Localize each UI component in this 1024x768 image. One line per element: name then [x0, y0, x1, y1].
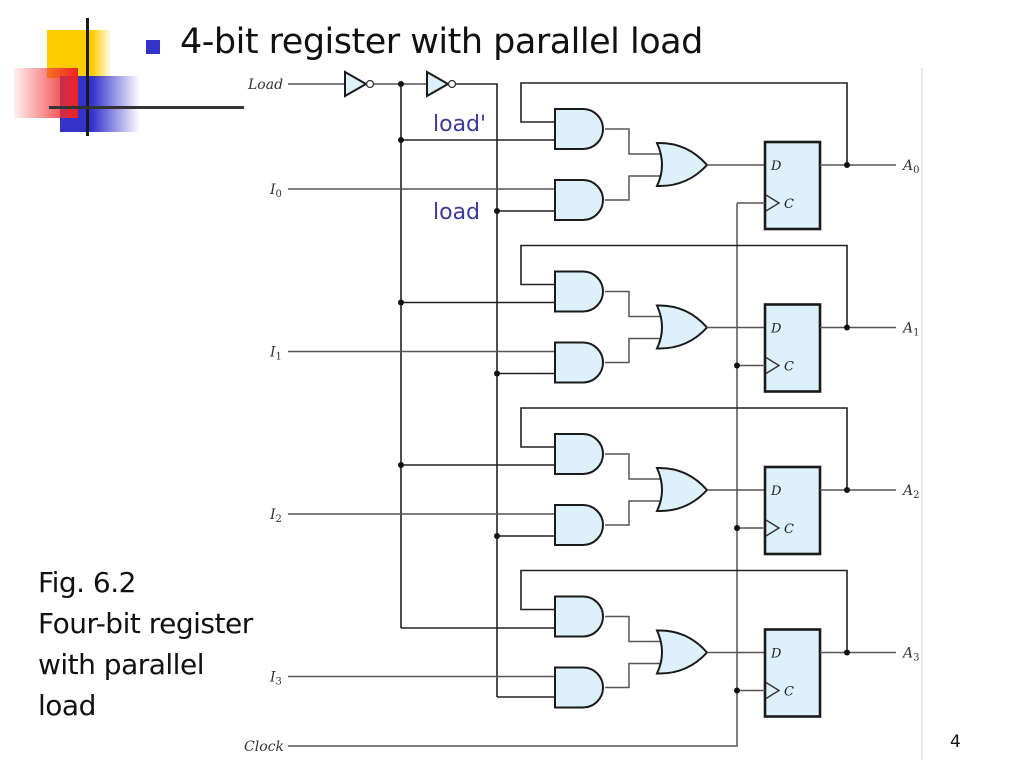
and-gate-load — [554, 179, 604, 221]
or-gate — [655, 304, 709, 350]
output-label-3: A3 — [901, 646, 920, 664]
load-input-label: Load — [247, 77, 283, 93]
junction-dot — [494, 370, 500, 377]
caption-line: Fig. 6.2 — [38, 566, 136, 599]
data-input-label-0: I0 — [269, 182, 282, 200]
logo-vertical-line — [86, 18, 89, 136]
feedback-wire — [520, 82, 848, 165]
load-annotation: load — [433, 200, 480, 225]
clock-input-label: Clock — [244, 739, 284, 755]
and-to-or-wire — [605, 337, 662, 364]
output-label-1: A1 — [901, 321, 920, 339]
ff-c-label: C — [784, 522, 794, 537]
and-gate-hold — [554, 595, 604, 638]
register-stage-3: I3 D C A3 — [269, 569, 920, 718]
and-gate-load — [554, 666, 604, 709]
d-flip-flop — [763, 628, 822, 718]
d-flip-flop — [763, 303, 822, 393]
inverter-2 — [426, 70, 457, 98]
junction-dot — [734, 362, 740, 369]
and-to-or-wire — [605, 662, 662, 689]
and-to-or-wire — [605, 175, 662, 201]
clock-wire — [288, 203, 738, 747]
load-bus-wire — [456, 83, 498, 697]
junction-dot — [398, 462, 404, 468]
ff-d-label: D — [770, 159, 782, 174]
junction-dot — [494, 533, 500, 539]
caption-line: load — [38, 689, 96, 722]
ff-c-label: C — [784, 360, 794, 375]
load-prime-annotation: load' — [433, 112, 486, 137]
and-gate-hold — [554, 270, 604, 313]
clock-edge-icon — [765, 519, 781, 537]
or-gate — [655, 141, 709, 188]
feedback-wire — [520, 569, 848, 653]
junction-dot — [398, 299, 404, 306]
data-input-label-3: I3 — [269, 670, 282, 688]
junction-dot — [494, 208, 500, 214]
inverter-1 — [344, 70, 375, 98]
junction-dot — [844, 324, 850, 331]
and-to-or-wire — [605, 500, 662, 526]
junction-dot — [844, 487, 850, 493]
clock-edge-icon — [765, 194, 781, 212]
ff-c-label: C — [784, 685, 794, 700]
junction-dot — [734, 687, 740, 694]
junction-dot — [398, 137, 404, 143]
or-gate — [655, 629, 709, 675]
data-input-label-1: I1 — [269, 345, 282, 363]
and-gate-hold — [554, 108, 604, 150]
ff-d-label: D — [770, 484, 782, 499]
logo-horizontal-line — [49, 106, 244, 109]
register-stage-0: I0 D C A0 — [269, 82, 920, 231]
caption-line: with parallel — [38, 648, 204, 681]
and-to-or-wire — [605, 128, 662, 155]
or-gate — [655, 466, 709, 513]
feedback-wire — [520, 407, 848, 490]
ff-d-label: D — [770, 322, 782, 337]
junction-dot — [844, 649, 850, 656]
register-stage-1: I1 D C A1 — [269, 244, 920, 393]
clock-edge-icon — [765, 356, 781, 375]
and-to-or-wire — [605, 453, 662, 480]
d-flip-flop — [763, 465, 822, 556]
figure-caption: Fig. 6.2 Four-bit register with parallel… — [38, 562, 253, 726]
decorative-logo — [0, 0, 250, 140]
and-to-or-wire — [605, 290, 662, 318]
d-flip-flop — [763, 140, 822, 231]
and-gate-load — [554, 504, 604, 546]
clock-edge-icon — [765, 681, 781, 700]
junction-dot — [844, 162, 850, 168]
output-label-0: A0 — [901, 158, 920, 176]
junction-dot — [734, 525, 740, 531]
output-label-2: A2 — [901, 483, 920, 501]
caption-line: Four-bit register — [38, 607, 253, 640]
slide-title: 4-bit register with parallel load — [180, 22, 703, 62]
logo-red-square — [14, 68, 78, 118]
title-bullet — [146, 40, 160, 54]
ff-c-label: C — [784, 197, 794, 212]
page-number: 4 — [950, 732, 961, 752]
and-gate-load — [554, 341, 604, 384]
and-to-or-wire — [605, 615, 662, 643]
register-stage-2: I2 D C A2 — [269, 407, 920, 556]
and-gate-hold — [554, 433, 604, 475]
ff-d-label: D — [770, 647, 782, 662]
feedback-wire — [520, 244, 848, 328]
data-input-label-2: I2 — [269, 507, 282, 525]
